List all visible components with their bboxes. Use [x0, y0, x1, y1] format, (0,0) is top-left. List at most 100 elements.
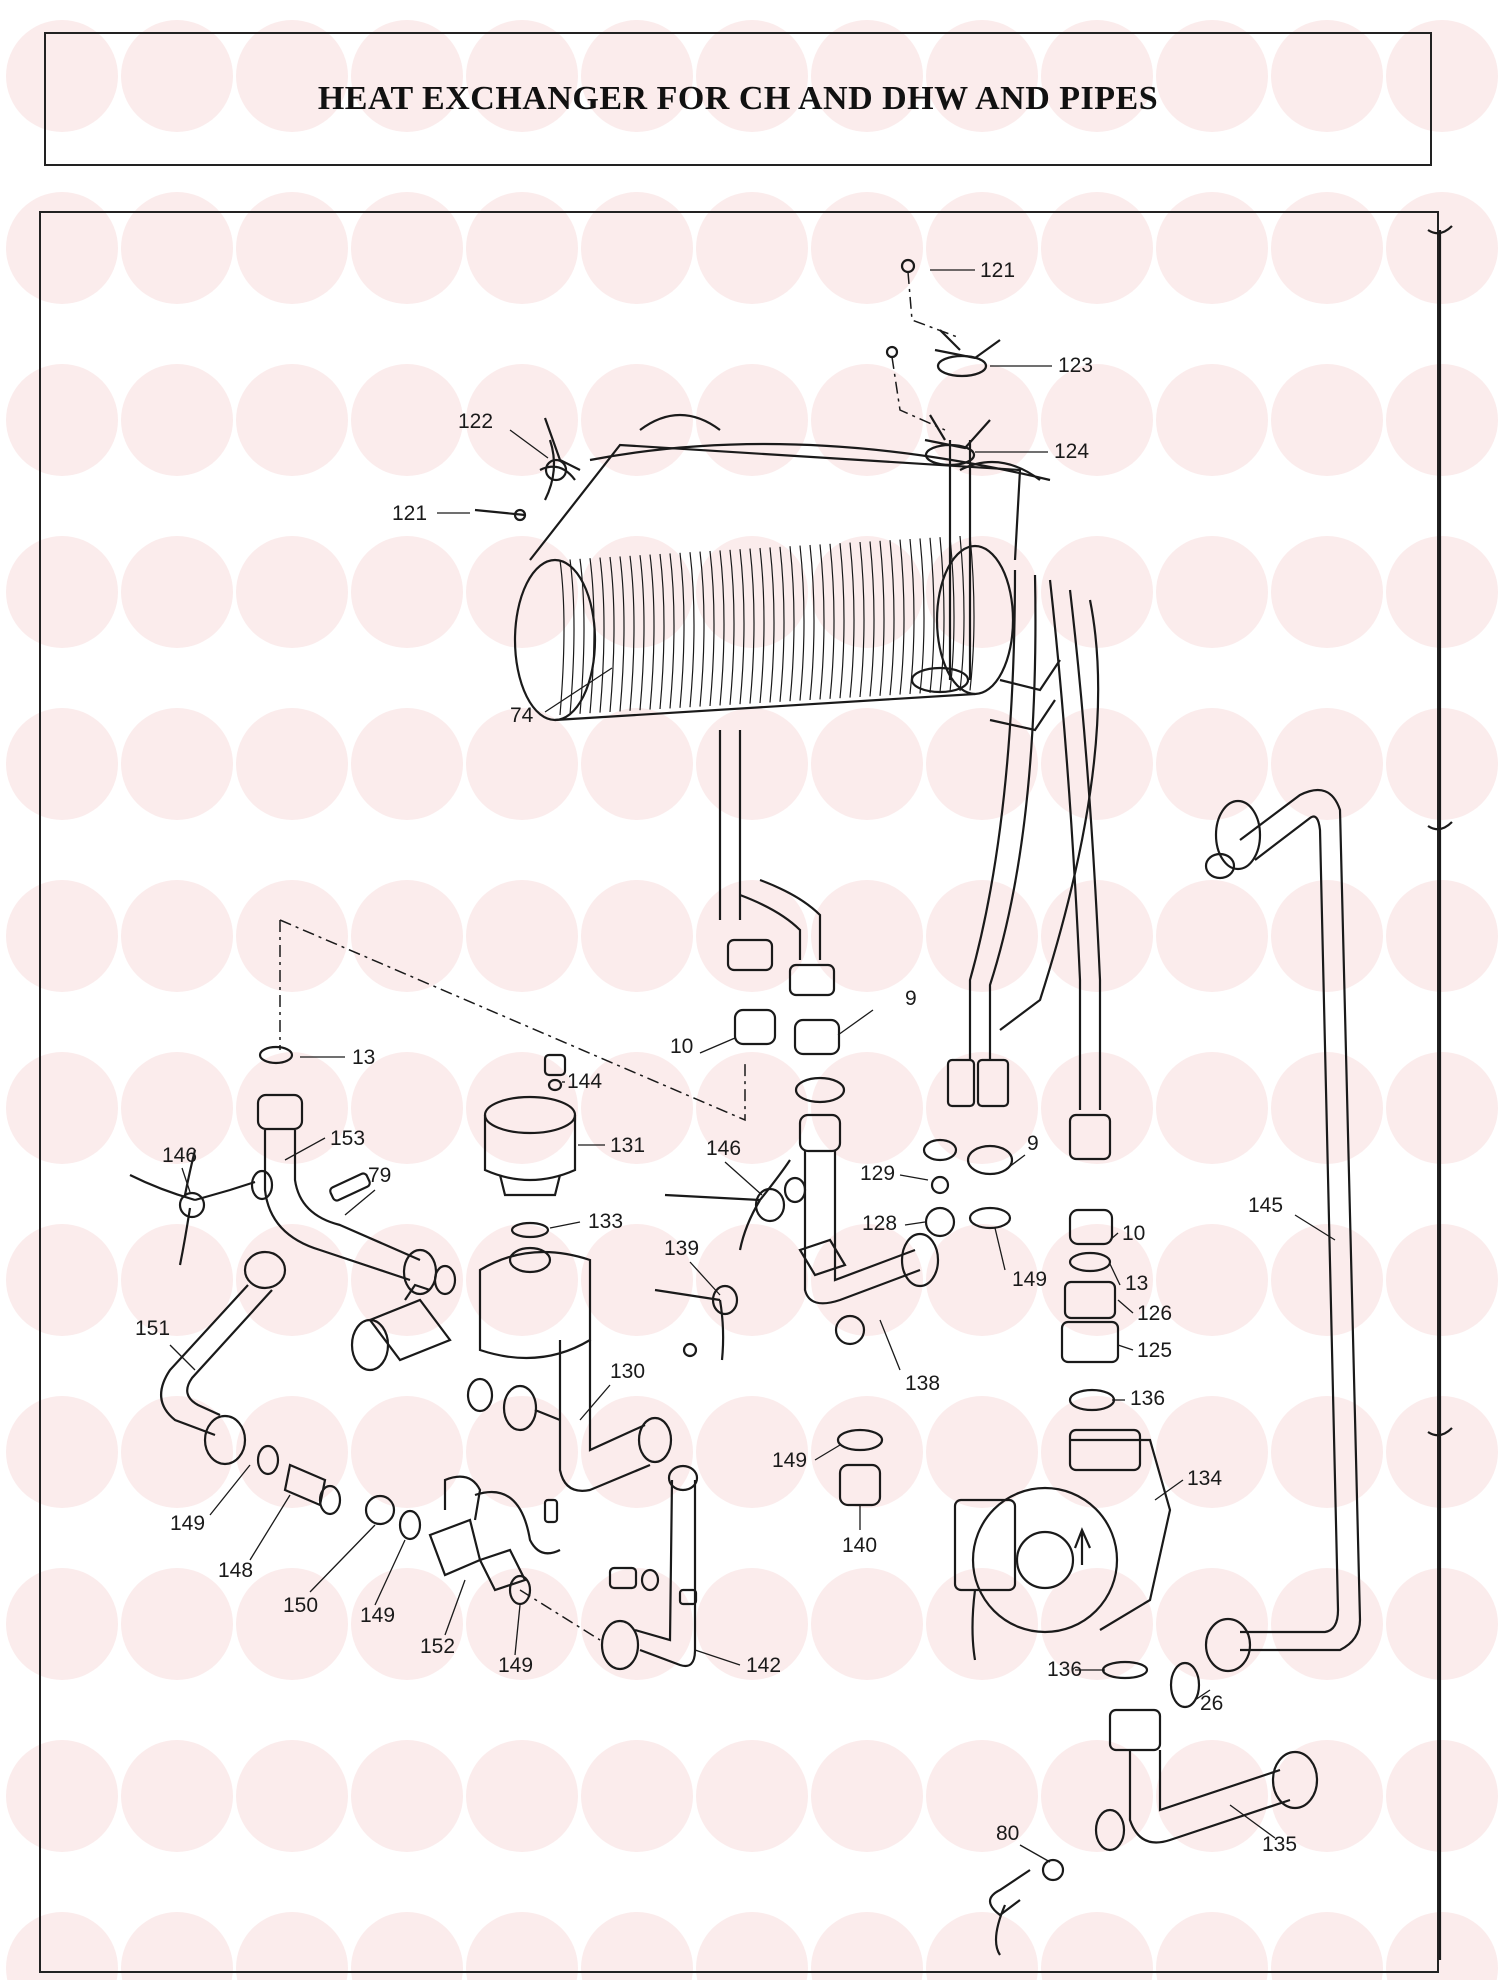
watermark-circle — [6, 20, 118, 132]
exchanger-fin — [779, 546, 785, 702]
watermark-circle — [696, 192, 808, 304]
exchanger-fin — [629, 555, 635, 711]
part-label-9: 9 — [905, 987, 917, 1010]
heat-exchanger-74 — [513, 413, 1061, 732]
watermark-circle — [351, 192, 463, 304]
part-label-149: 149 — [498, 1654, 533, 1677]
watermark-circle — [696, 880, 808, 992]
watermark-circle — [1156, 708, 1268, 820]
watermark-circle — [466, 1396, 578, 1508]
watermark-circle — [1041, 1224, 1153, 1336]
part-label-26: 26 — [1200, 1692, 1223, 1715]
watermark-circle — [926, 1740, 1038, 1852]
watermark-circle — [236, 880, 348, 992]
watermark-circle — [466, 708, 578, 820]
watermark-circle — [1156, 20, 1268, 132]
part-label-9: 9 — [1027, 1132, 1039, 1155]
watermark-circle — [581, 708, 693, 820]
exchanger-fin — [949, 536, 955, 692]
leader-line-9 — [1004, 1154, 1026, 1171]
exchanger-fin — [769, 547, 775, 703]
leader-line-135 — [1229, 1804, 1276, 1839]
part-label-128: 128 — [862, 1212, 897, 1235]
watermark-circle — [1271, 364, 1383, 476]
watermark-circle — [6, 364, 118, 476]
watermark-circle — [351, 1740, 463, 1852]
watermark-circle — [926, 1568, 1038, 1680]
watermark-circle — [121, 1224, 233, 1336]
part-label-151: 151 — [135, 1317, 170, 1340]
leader-line-74 — [544, 667, 613, 713]
watermark-circle — [581, 192, 693, 304]
pipe-145 — [1204, 788, 1362, 1673]
watermark-circle — [1041, 192, 1153, 304]
watermark-circle — [581, 1396, 693, 1508]
watermark-circle — [1041, 1912, 1153, 1980]
watermark-circle — [1156, 1396, 1268, 1508]
exchanger-fin — [959, 535, 965, 692]
watermark-circle — [926, 1396, 1038, 1508]
exchanger-pipes — [718, 440, 1102, 1110]
watermark-circle — [6, 1224, 118, 1336]
exchanger-fin — [789, 546, 795, 702]
watermark-circle — [121, 364, 233, 476]
watermark-circle — [926, 536, 1038, 648]
watermark-circle — [1041, 1740, 1153, 1852]
leader-line-13 — [1109, 1263, 1121, 1286]
watermark-circle — [1271, 192, 1383, 304]
diagram-frame — [39, 211, 1439, 1973]
watermark-circle — [811, 1224, 923, 1336]
watermark-circle — [926, 20, 1038, 132]
watermark-circle — [696, 1568, 808, 1680]
watermark-circle — [1386, 708, 1498, 820]
exchanger-fin — [929, 537, 935, 693]
watermark-circle — [581, 1568, 693, 1680]
exchanger-fin — [819, 544, 825, 700]
part-label-153: 153 — [330, 1127, 365, 1150]
leader-line-150 — [309, 1524, 376, 1593]
leader-line-148 — [249, 1494, 291, 1561]
watermark-circle — [581, 880, 693, 992]
watermark-circle — [466, 880, 578, 992]
part-label-149: 149 — [1012, 1268, 1047, 1291]
leader-line-146 — [724, 1161, 763, 1196]
watermark-circle — [696, 708, 808, 820]
watermark-circle — [6, 1912, 118, 1980]
part-label-125: 125 — [1137, 1339, 1172, 1362]
exchanger-fin — [849, 542, 855, 698]
part-label-136: 136 — [1047, 1658, 1082, 1681]
pump-134 — [953, 1428, 1201, 1709]
part-label-13: 13 — [352, 1046, 375, 1069]
part-label-152: 152 — [420, 1635, 455, 1658]
exchanger-fin — [639, 555, 645, 711]
watermark-circle — [811, 880, 923, 992]
watermark-circle — [6, 1052, 118, 1164]
exchanger-fin — [659, 553, 665, 710]
watermark-circle — [6, 1740, 118, 1852]
watermark-circle — [811, 1740, 923, 1852]
watermark-circle — [466, 192, 578, 304]
watermark-circle — [581, 20, 693, 132]
watermark-circle — [1156, 1912, 1268, 1980]
watermark-circle — [236, 1396, 348, 1508]
part-label-124: 124 — [1054, 440, 1089, 463]
exchanger-fin — [889, 540, 895, 696]
leader-line-149 — [814, 1444, 841, 1461]
part-label-130: 130 — [610, 1360, 645, 1383]
part-label-79: 79 — [368, 1164, 391, 1187]
exchanger-fin — [759, 547, 765, 704]
watermark-circle — [466, 364, 578, 476]
exchanger-fin — [919, 538, 925, 694]
leader-line-133 — [549, 1221, 581, 1229]
watermark-circle — [121, 1396, 233, 1508]
pipe-135 — [988, 1708, 1319, 1956]
exchanger-fin — [569, 559, 575, 715]
watermark-circle — [1041, 1052, 1153, 1164]
watermark-circle — [811, 708, 923, 820]
watermark-circle — [1041, 20, 1153, 132]
watermark-circle — [121, 192, 233, 304]
watermark-circle — [1386, 364, 1498, 476]
leader-line-149 — [994, 1227, 1006, 1271]
